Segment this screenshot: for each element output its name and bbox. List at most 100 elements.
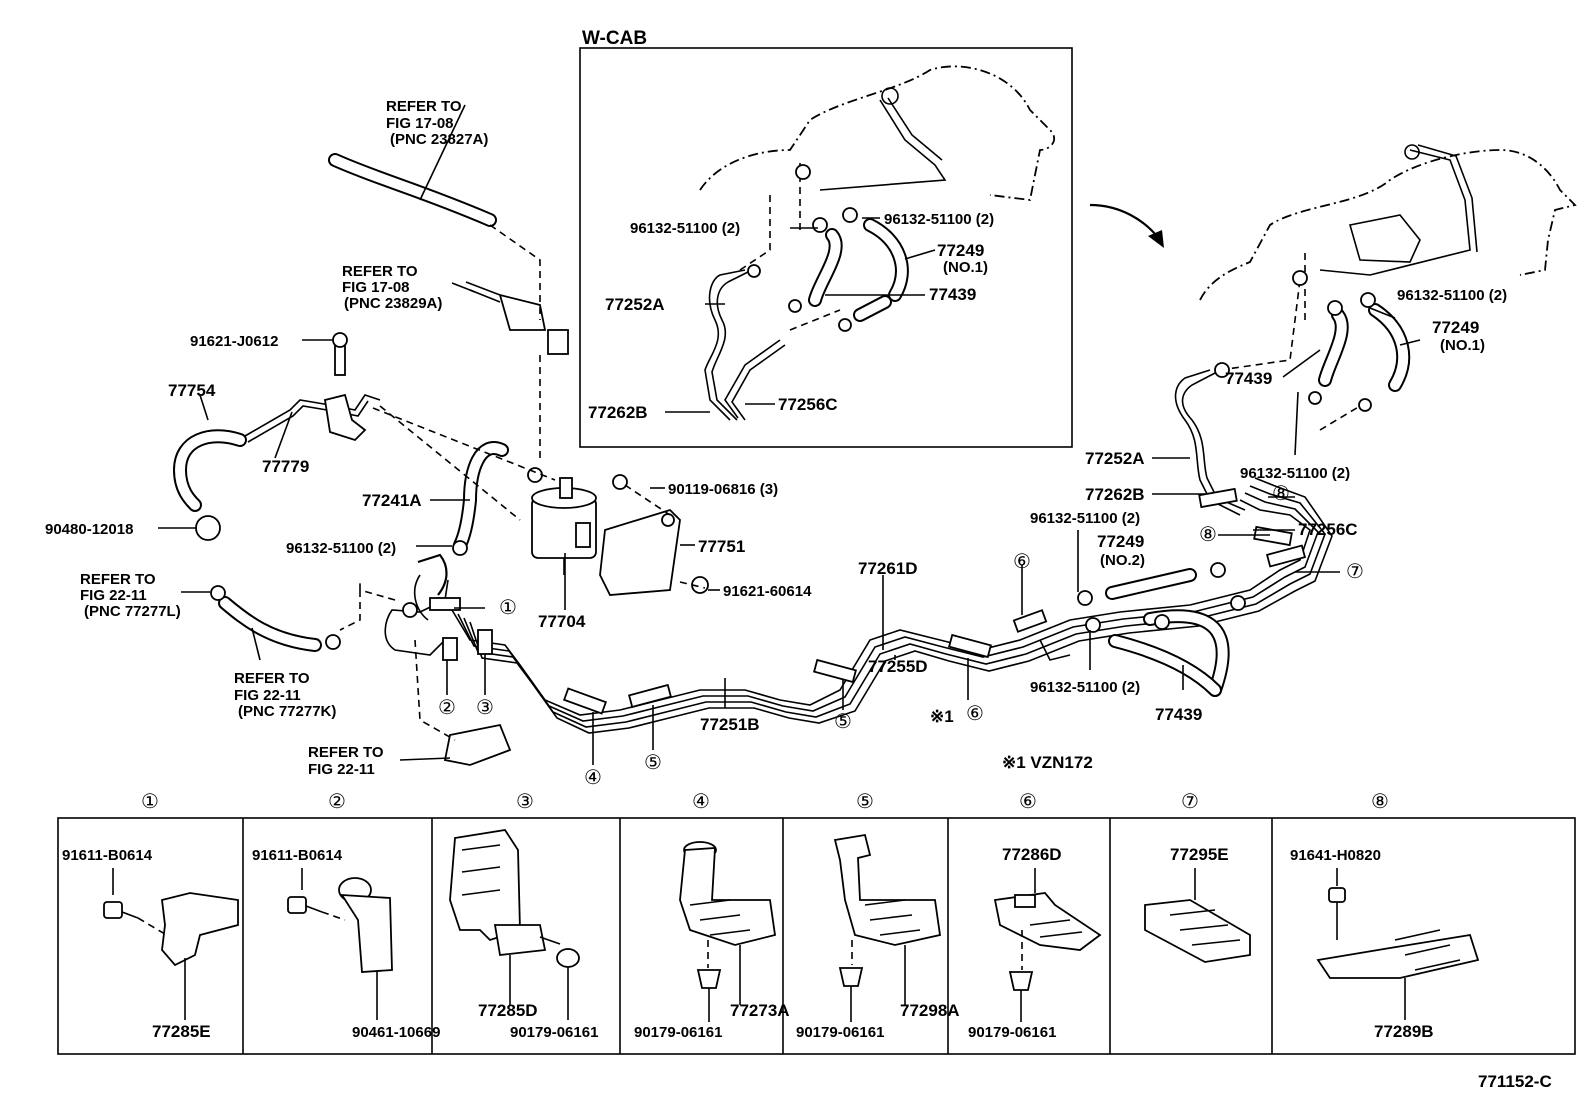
wcab-inset: W-CAB 96132-51100 (2) 96132-51100 (2) 77… xyxy=(579,28,1073,448)
panel-2-number: ② xyxy=(328,791,346,813)
wcab-label-77439: 77439 xyxy=(929,285,976,304)
view-arrow-head xyxy=(1148,230,1164,248)
label-77439-bottom: 77439 xyxy=(1155,705,1202,724)
label-refer-17-08-b-1: REFER TO xyxy=(342,263,418,280)
callout-6b: ⑥ xyxy=(966,703,984,725)
charcoal-canister-group xyxy=(531,474,709,596)
label-77251b: 77251B xyxy=(700,715,760,734)
label-refer-17-08-a-2: FIG 17-08 xyxy=(386,115,454,132)
panel-8-part-2: 77289B xyxy=(1374,1022,1434,1041)
callout-1: ① xyxy=(499,597,517,619)
label-note-mark: ※1 xyxy=(930,707,954,726)
diagram-code: 771152-C xyxy=(1478,1072,1552,1091)
callout-2: ② xyxy=(438,697,456,719)
callout-3: ③ xyxy=(476,697,494,719)
panel-2-part-1: 91611-B0614 xyxy=(252,847,343,864)
callout-5b: ⑤ xyxy=(834,711,852,733)
main-labels: REFER TO FIG 17-08 (PNC 23827A) REFER TO… xyxy=(45,98,1507,778)
label-refer-22-11-c-2: FIG 22-11 xyxy=(308,761,375,778)
panel-3-part-2: 90179-06161 xyxy=(510,1024,598,1041)
wcab-label-77249: 77249 xyxy=(937,241,984,260)
label-91621-j0612: 91621-J0612 xyxy=(190,333,278,350)
label-footnote: ※1 VZN172 xyxy=(1002,753,1093,772)
panel-3: 77285D 90179-06161 xyxy=(449,829,598,1041)
label-refer-22-11-a-3: (PNC 77277L) xyxy=(84,603,181,620)
panel-2: 91611-B0614 90461-10669 xyxy=(252,847,440,1041)
label-refer-22-11-a-1: REFER TO xyxy=(80,571,156,588)
label-refer-22-11-b-3: (PNC 77277K) xyxy=(238,703,336,720)
panel-4: 77273A 90179-06161 xyxy=(634,841,790,1041)
left-side-parts xyxy=(172,153,569,766)
label-refer-22-11-a-2: FIG 22-11 xyxy=(80,587,147,604)
callout-4: ④ xyxy=(584,767,602,789)
callout-8a: ⑧ xyxy=(1272,483,1290,505)
view-arrow xyxy=(1089,203,1161,241)
wcab-label-77252a: 77252A xyxy=(605,295,665,314)
label-77249-no2: 77249 xyxy=(1097,532,1144,551)
wcab-filler-neck xyxy=(881,87,899,105)
detail-frame xyxy=(57,817,1576,1055)
wcab-label-77256c: 77256C xyxy=(778,395,838,414)
main-leaders xyxy=(158,104,1421,765)
label-77779: 77779 xyxy=(262,457,309,476)
label-91621-60614: 91621-60614 xyxy=(723,583,812,600)
panel-6-part-2: 90179-06161 xyxy=(968,1024,1056,1041)
label-refer-17-08-a-1: REFER TO xyxy=(386,98,462,115)
label-77754: 77754 xyxy=(168,381,216,400)
label-right-77252a: 77252A xyxy=(1085,449,1145,468)
wcab-label-96132-left: 96132-51100 (2) xyxy=(630,220,740,237)
label-right-77439: 77439 xyxy=(1225,369,1272,388)
panel-5: 77298A 90179-06161 xyxy=(796,833,960,1041)
label-right-77256c: 77256C xyxy=(1298,520,1358,539)
label-77255d: 77255D xyxy=(868,657,928,676)
callout-6a: ⑥ xyxy=(1013,551,1031,573)
wcab-label-96132-right: 96132-51100 (2) xyxy=(884,211,994,228)
panel-6-number: ⑥ xyxy=(1019,791,1037,813)
right-tank-outline xyxy=(1199,149,1577,301)
panel-6-part-1: 77286D xyxy=(1002,845,1062,864)
wcab-label-no1: (NO.1) xyxy=(943,259,988,276)
wcab-fill-pipe xyxy=(819,99,947,191)
label-right-77262b: 77262B xyxy=(1085,485,1145,504)
detail-panels: ① ② ③ ④ ⑤ ⑥ ⑦ ⑧ 91611-B0614 77285E 91 xyxy=(57,791,1576,1055)
label-77751: 77751 xyxy=(698,537,745,556)
label-right-no1: (NO.1) xyxy=(1440,337,1485,354)
panel-2-part-2: 90461-10669 xyxy=(352,1024,440,1041)
panel-4-part-2: 77273A xyxy=(730,1001,790,1020)
callout-8b: ⑧ xyxy=(1199,524,1217,546)
label-77704: 77704 xyxy=(538,612,586,631)
panel-4-part-1: 90179-06161 xyxy=(634,1024,722,1041)
label-right-96132-mid: 96132-51100 (2) xyxy=(1240,465,1350,482)
panel-8-number: ⑧ xyxy=(1371,791,1389,813)
label-refer-22-11-b-1: REFER TO xyxy=(234,670,310,687)
panel-7-part-1: 77295E xyxy=(1170,845,1229,864)
callout-7: ⑦ xyxy=(1346,561,1364,583)
panel-1-part-1: 91611-B0614 xyxy=(62,847,153,864)
label-no2: (NO.2) xyxy=(1100,552,1145,569)
label-right-96132-top: 96132-51100 (2) xyxy=(1397,287,1507,304)
panel-5-part-1: 90179-06161 xyxy=(796,1024,884,1041)
label-96132-mid-top: 96132-51100 (2) xyxy=(1030,510,1140,527)
label-77261d: 77261D xyxy=(858,559,918,578)
label-90480-12018: 90480-12018 xyxy=(45,521,133,538)
panel-7-number: ⑦ xyxy=(1181,791,1199,813)
label-refer-17-08-a-3: (PNC 23827A) xyxy=(390,131,488,148)
label-refer-17-08-b-2: FIG 17-08 xyxy=(342,279,410,296)
label-96132-left: 96132-51100 (2) xyxy=(286,540,396,557)
panel-6: 77286D 90179-06161 xyxy=(968,845,1102,1041)
panel-7: 77295E xyxy=(1144,845,1251,963)
canister-bracket xyxy=(599,508,681,596)
main-fuel-lines xyxy=(384,477,1333,734)
wcab-tank-outline xyxy=(699,65,1055,201)
callout-5a: ⑤ xyxy=(644,752,662,774)
label-96132-mid-bot: 96132-51100 (2) xyxy=(1030,679,1140,696)
label-90119-06816: 90119-06816 (3) xyxy=(668,481,778,498)
panel-8-part-1: 91641-H0820 xyxy=(1290,847,1381,864)
panel-1-part-2: 77285E xyxy=(152,1022,211,1041)
panel-5-part-2: 77298A xyxy=(900,1001,960,1020)
panel-3-part-1: 77285D xyxy=(478,1001,538,1020)
callouts: ① ② ③ ④ ⑤ ⑤ ⑥ ⑥ ⑦ ⑧ ⑧ xyxy=(438,483,1364,789)
label-refer-17-08-b-3: (PNC 23829A) xyxy=(344,295,442,312)
